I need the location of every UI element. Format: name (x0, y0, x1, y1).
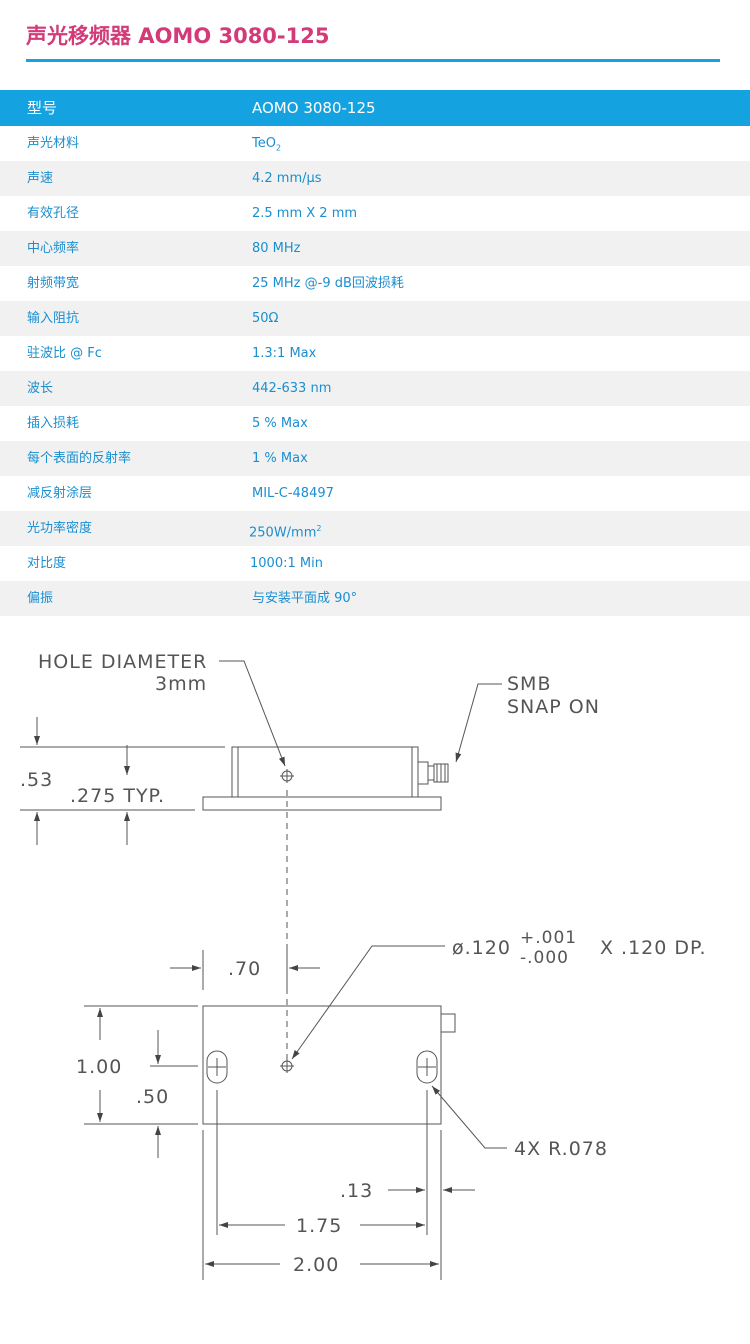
spec-value: 80 MHz (252, 241, 301, 256)
spec-value: 5 % Max (252, 416, 308, 431)
spec-value: 50Ω (252, 311, 279, 326)
spec-value: 1 % Max (252, 451, 308, 466)
spec-value: 250W/mm2 (249, 524, 322, 541)
spec-value: 4.2 mm/µs (252, 171, 322, 186)
top-view (202, 1005, 456, 1125)
spec-row-power-density: 光功率密度 250W/mm2 (0, 511, 750, 546)
spec-table: 型号 AOMO 3080-125 声光材料 TeO2 声速 4.2 mm/µs … (0, 90, 750, 616)
spec-label: 光功率密度 (27, 521, 93, 536)
spec-row-contrast: 对比度 1000:1 Min (0, 546, 750, 581)
dim-typ: .275 TYP. (70, 785, 165, 807)
dim-175: 1.75 (296, 1215, 342, 1237)
spec-label: 声光材料 (27, 136, 80, 151)
spec-value: 2.5 mm X 2 mm (252, 206, 358, 221)
dim-013: .13 (340, 1180, 373, 1202)
header-value: AOMO 3080-125 (252, 99, 376, 117)
spec-label: 波长 (27, 381, 54, 396)
label-hole-diameter: HOLE DIAMETER (38, 651, 207, 673)
spec-label: 射频带宽 (27, 276, 80, 291)
spec-label: 输入阻抗 (27, 311, 80, 326)
page-title: 声光移频器 AOMO 3080-125 (26, 24, 330, 48)
dim-070: .70 (228, 958, 261, 980)
spec-value: 与安装平面成 90° (252, 591, 358, 606)
spec-row-ar-coating: 减反射涂层 MIL-C-48497 (0, 476, 750, 511)
spec-label: 每个表面的反射率 (27, 451, 132, 466)
spec-value: TeO2 (252, 136, 282, 153)
spec-value: 1000:1 Min (250, 556, 323, 571)
label-hole-diameter-value: 3mm (155, 673, 207, 695)
label-smb: SMB (507, 673, 552, 695)
spec-label: 偏振 (27, 591, 54, 606)
spec-label: 中心频率 (27, 241, 80, 256)
spec-label: 对比度 (27, 556, 67, 571)
spec-row-polarization: 偏振 与安装平面成 90° (0, 581, 750, 616)
spec-row-acoustic-velocity: 声速 4.2 mm/µs (0, 161, 750, 196)
spec-row-impedance: 输入阻抗 50Ω (0, 301, 750, 336)
spec-row-material: 声光材料 TeO2 (0, 126, 750, 161)
title-underline (26, 59, 720, 62)
dim-200: 2.00 (293, 1254, 339, 1276)
spec-label: 减反射涂层 (27, 486, 93, 501)
dim-100: 1.00 (76, 1056, 122, 1078)
spec-value: MIL-C-48497 (252, 486, 334, 501)
spec-value: 25 MHz @-9 dB回波损耗 (252, 276, 404, 291)
side-view (202, 746, 449, 811)
spec-row-vswr: 驻波比 @ Fc 1.3:1 Max (0, 336, 750, 371)
spec-row-center-frequency: 中心频率 80 MHz (0, 231, 750, 266)
dim-050: .50 (136, 1086, 169, 1108)
dim-hole-tol-plus: +.001 (520, 928, 577, 948)
dim-slot-radius: 4X R.078 (514, 1138, 608, 1160)
spec-label: 驻波比 @ Fc (27, 346, 102, 361)
spec-row-aperture: 有效孔径 2.5 mm X 2 mm (0, 196, 750, 231)
dim-side-height: .53 (20, 769, 53, 791)
label-snap-on: SNAP ON (507, 696, 600, 718)
header-label: 型号 (27, 99, 58, 117)
spec-row-wavelength: 波长 442-633 nm (0, 371, 750, 406)
spec-value: 442-633 nm (252, 381, 332, 396)
dim-hole-depth: X .120 DP. (600, 937, 707, 959)
mechanical-drawing: HOLE DIAMETER 3mm SMB SNAP ON .53 .275 T… (20, 651, 707, 1280)
spec-row-reflectance: 每个表面的反射率 1 % Max (0, 441, 750, 476)
spec-label: 插入损耗 (27, 416, 80, 431)
spec-label: 声速 (27, 171, 54, 186)
dim-hole-tol-minus: -.000 (520, 948, 569, 968)
spec-label: 有效孔径 (27, 206, 80, 221)
spec-value: 1.3:1 Max (252, 346, 317, 361)
spec-table-header: 型号 AOMO 3080-125 (0, 90, 750, 126)
spec-row-insertion-loss: 插入损耗 5 % Max (0, 406, 750, 441)
spec-row-rf-bandwidth: 射频带宽 25 MHz @-9 dB回波损耗 (0, 266, 750, 301)
dim-hole-prefix: ø.120 (452, 937, 511, 959)
